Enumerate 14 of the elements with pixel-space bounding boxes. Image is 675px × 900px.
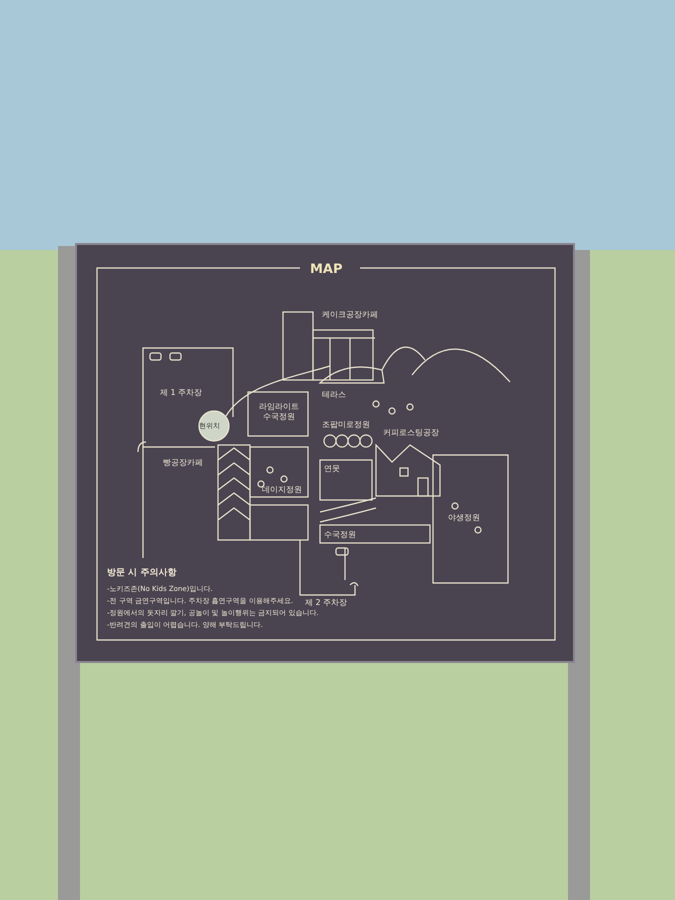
place-label: 라임라이트 수국정원 [258, 402, 300, 422]
notes-heading: 방문 시 주의사항 [107, 568, 176, 578]
place-label: 케이크공장카페 [322, 310, 378, 320]
place-label: 야생정원 [448, 513, 480, 523]
place-label: 제 2 주차장 [305, 598, 348, 608]
place-label: 데이지정원 [262, 485, 302, 495]
place-label: 수국정원 [324, 530, 356, 540]
place-label: 커피로스팅공장 [383, 428, 439, 438]
place-label: 제 1 주차장 [160, 388, 202, 398]
place-label: 빵공장카페 [163, 458, 203, 468]
map-title: MAP [310, 262, 343, 277]
place-label: 테라스 [322, 390, 346, 400]
place-label: 조팝미로정원 [322, 420, 370, 430]
place-label: 연못 [324, 464, 340, 474]
